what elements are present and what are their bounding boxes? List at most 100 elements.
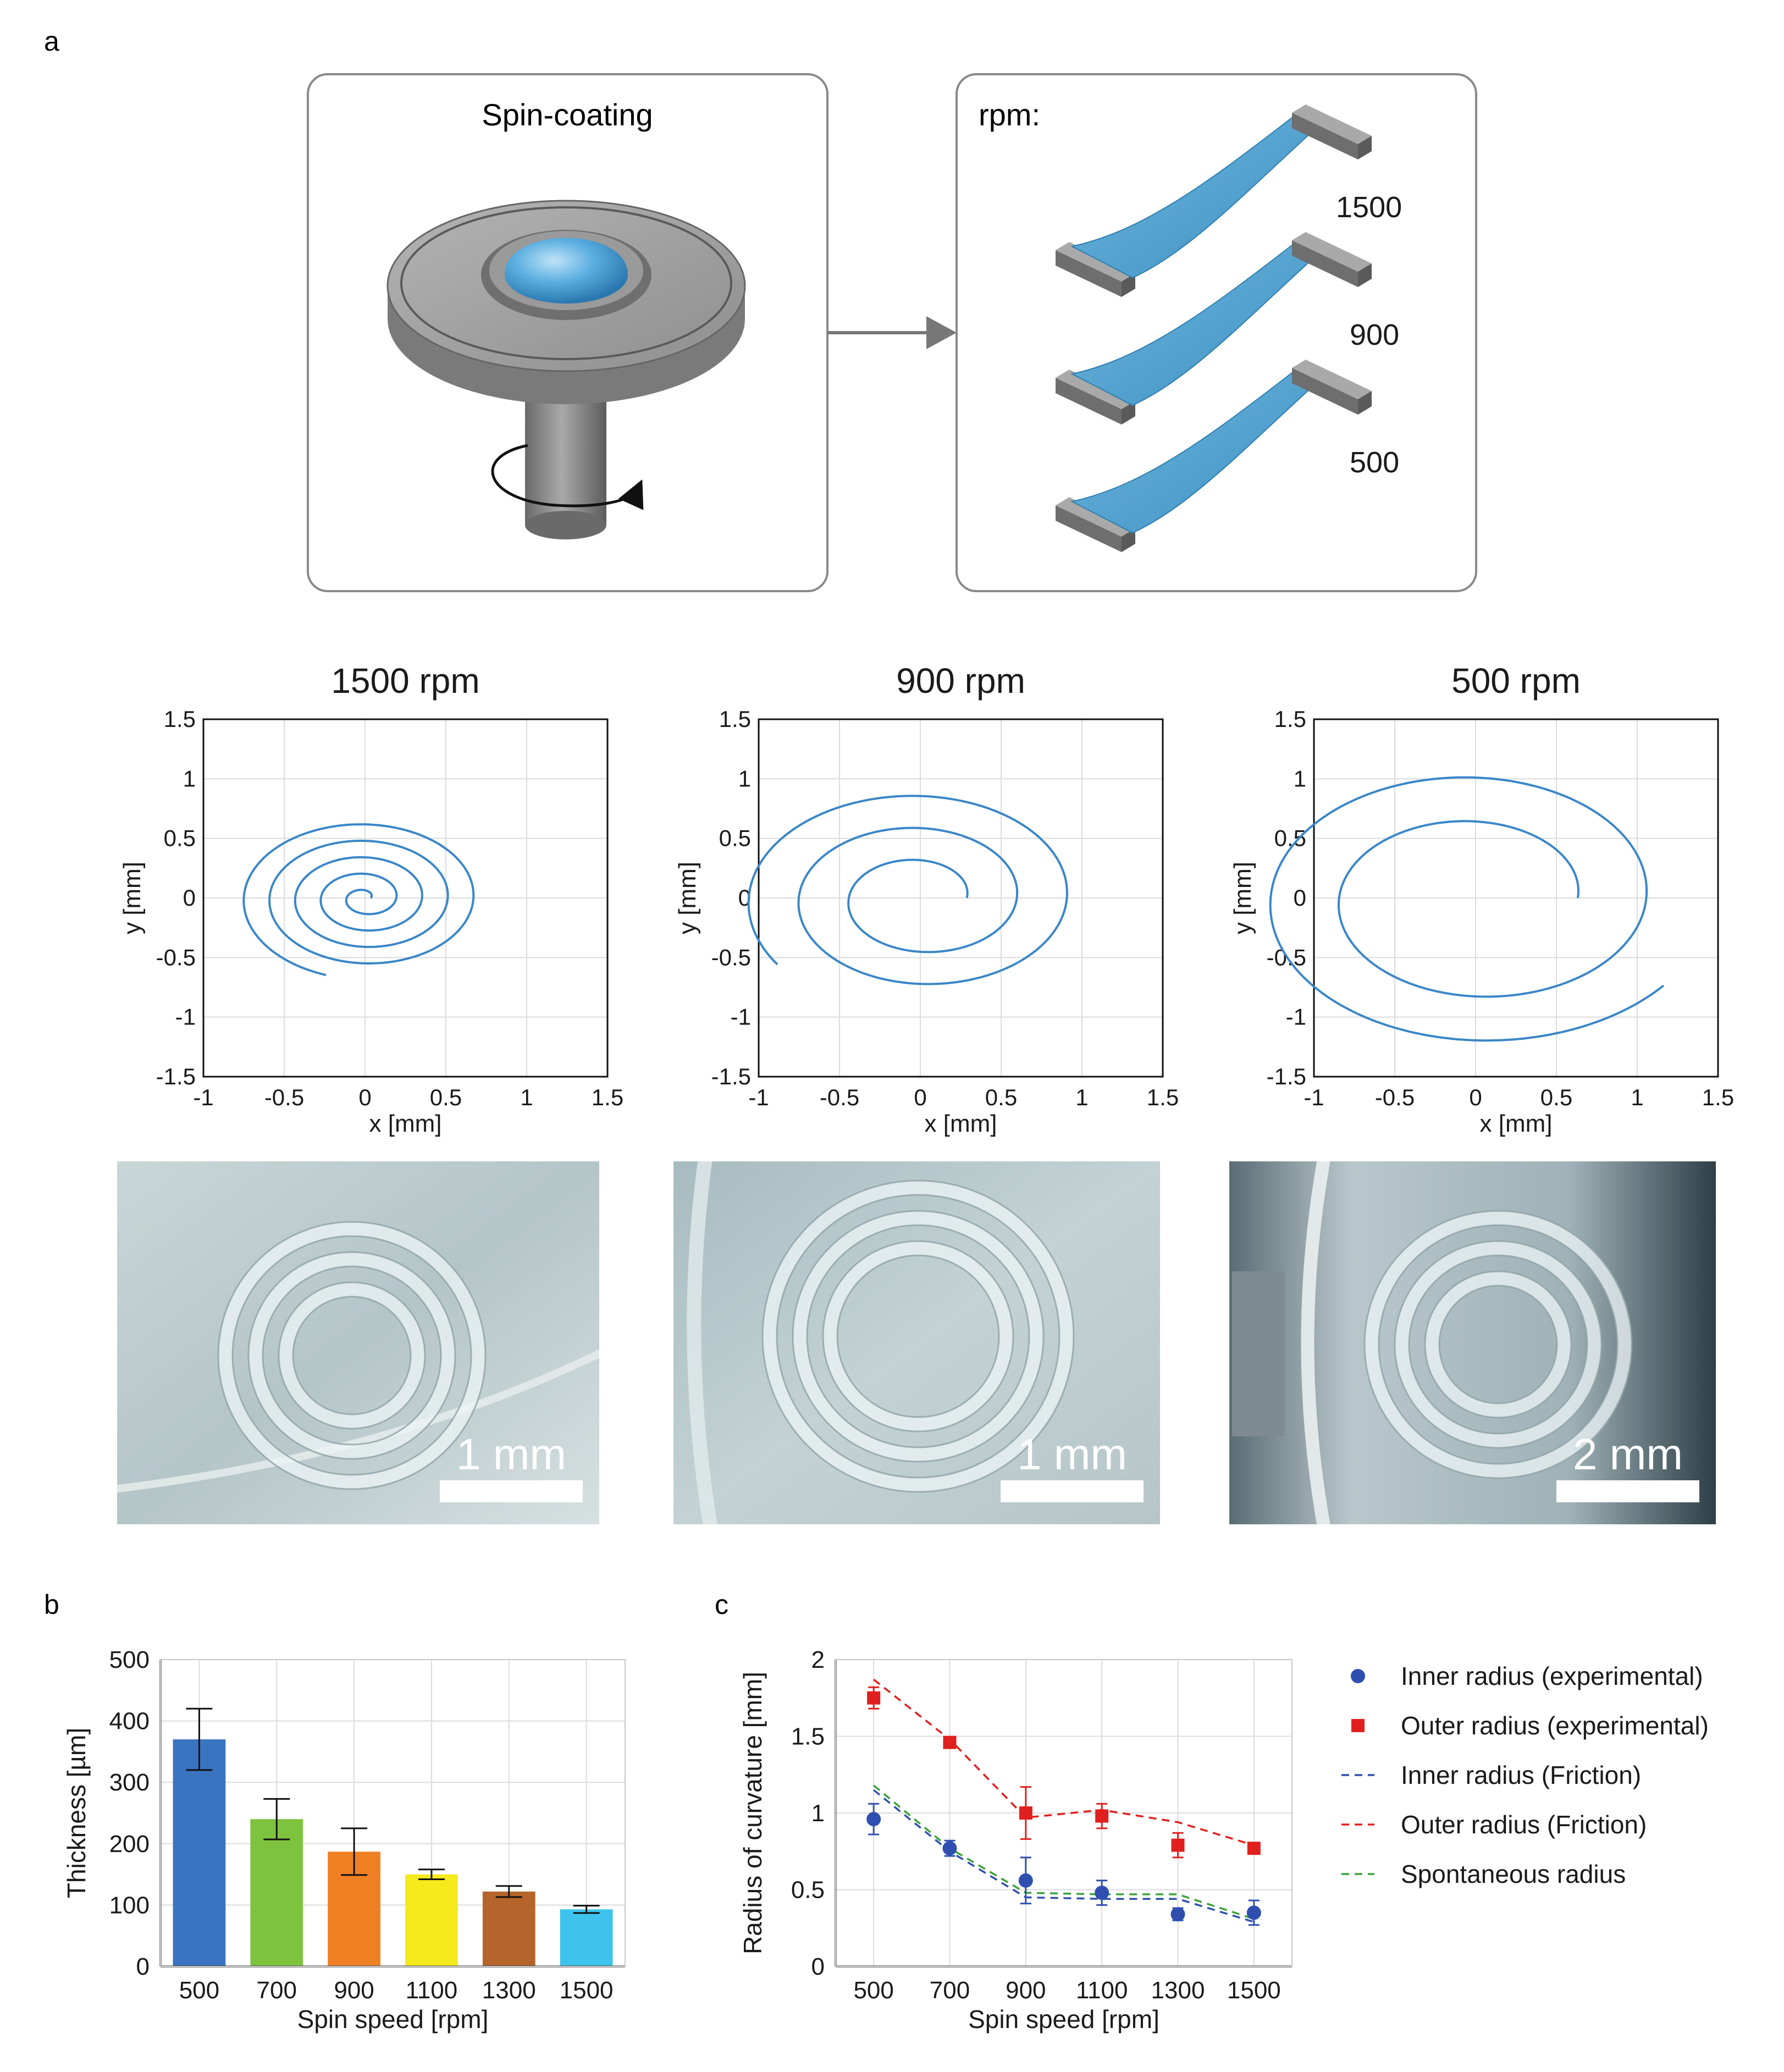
y-tick-label: 1.5 (719, 706, 751, 732)
y-tick-label: -0.5 (156, 944, 196, 970)
spiral-line (242, 823, 475, 977)
x-tick-label: 0 (1469, 1084, 1482, 1110)
data-point (1171, 1838, 1185, 1852)
y-tick-label: 200 (109, 1831, 150, 1858)
y-tick-label: 0.5 (719, 825, 751, 851)
panel-label-b: b (44, 1589, 59, 1620)
y-tick-label: 1.5 (164, 706, 196, 732)
strip-0 (1056, 104, 1372, 297)
scale-bar-label: 1 mm (456, 1430, 566, 1479)
scale-bar-label: 1 mm (1017, 1430, 1127, 1479)
x-axis-label: Spin speed [rpm] (968, 2005, 1159, 2034)
x-tick-label: -1 (748, 1084, 769, 1110)
panel-label-c: c (715, 1589, 728, 1620)
y-tick-label: 1 (183, 765, 196, 791)
y-tick-label: 0.5 (791, 1877, 825, 1904)
y-tick-label: -0.5 (711, 944, 751, 970)
legend-label: Spontaneous radius (1401, 1860, 1626, 1888)
x-tick-label: 1100 (1076, 1977, 1128, 2004)
bar-1100 (405, 1874, 458, 1966)
x-tick-label: 1.5 (1702, 1084, 1734, 1110)
legend-marker (1351, 1669, 1365, 1683)
legend-label: Inner radius (Friction) (1401, 1761, 1641, 1789)
x-tick-label: -0.5 (264, 1084, 304, 1110)
strip-1 (1056, 232, 1372, 425)
plot-frame (758, 718, 1164, 1078)
y-tick-label: 1 (1294, 765, 1306, 791)
y-tick-label: -1.5 (156, 1063, 196, 1089)
x-tick-label: -0.5 (1375, 1084, 1415, 1110)
y-tick-label: -1 (731, 1004, 751, 1030)
strip-2 (1056, 360, 1372, 552)
x-tick-label: 0.5 (430, 1084, 462, 1110)
x-tick-label: 1500 (560, 1977, 614, 2004)
strip-label-500: 500 (1350, 446, 1399, 479)
x-tick-label: -0.5 (820, 1084, 859, 1110)
data-point (867, 1691, 881, 1705)
scale-bar (1556, 1480, 1699, 1502)
x-tick-label: 1300 (1151, 1977, 1205, 2004)
y-axis-label: y [mm] (674, 862, 701, 934)
panel-label-a: a (44, 26, 59, 57)
x-tick-label: 1 (1075, 1084, 1088, 1110)
data-point (1246, 1905, 1261, 1920)
y-tick-label: 1 (738, 765, 751, 791)
x-tick-label: 1 (1631, 1084, 1643, 1110)
y-tick-label: 300 (109, 1769, 150, 1796)
x-tick-label: 1 (520, 1084, 533, 1110)
series-line-4 (873, 1784, 1255, 1920)
y-tick-label: 0 (136, 1953, 150, 1980)
data-point (866, 1812, 881, 1827)
legend-label: Outer radius (experimental) (1401, 1711, 1709, 1740)
y-tick-label: 1.5 (791, 1723, 825, 1750)
photo-1: 1 mm (673, 1161, 1160, 1524)
bar-500 (173, 1739, 226, 1966)
bar-1300 (482, 1891, 535, 1966)
x-tick-label: 500 (853, 1977, 893, 2004)
x-tick-label: 0.5 (985, 1084, 1017, 1110)
y-tick-label: -1 (175, 1004, 196, 1030)
spiral-plot-title: 900 rpm (896, 661, 1025, 701)
spiral-line (1269, 776, 1665, 1042)
x-axis-label: x [mm] (1480, 1110, 1553, 1137)
x-tick-label: 1300 (482, 1977, 536, 2004)
y-tick-label: 0 (811, 1953, 825, 1980)
legend-label: Outer radius (Friction) (1401, 1810, 1647, 1839)
plot-frame (202, 718, 609, 1078)
bar-1500 (560, 1909, 613, 1966)
series-line-2 (873, 1789, 1255, 1923)
process-arrow-icon (827, 316, 957, 349)
x-axis-label: x [mm] (925, 1110, 997, 1137)
data-point (1095, 1886, 1109, 1900)
scale-bar (1001, 1480, 1144, 1502)
y-tick-label: 2 (811, 1646, 825, 1673)
y-axis-label: y [mm] (119, 862, 146, 934)
spin-coating-panel: Spin-coating (307, 73, 829, 592)
y-tick-label: 500 (109, 1646, 150, 1673)
data-point (942, 1841, 957, 1856)
y-axis-label: Radius of curvature [mm] (738, 1672, 767, 1954)
y-tick-label: 100 (109, 1892, 150, 1919)
curvature-legend: Inner radius (experimental)Outer radius … (1341, 1662, 1709, 1888)
data-point (1170, 1907, 1185, 1922)
photo-0: 1 mm (117, 1161, 599, 1524)
y-tick-label: -1 (1286, 1004, 1306, 1030)
data-point (1095, 1809, 1109, 1823)
spin-coating-title: Spin-coating (482, 97, 653, 132)
y-tick-label: 1.5 (1274, 706, 1306, 732)
x-tick-label: 1.5 (592, 1084, 623, 1110)
y-tick-label: 0.5 (1274, 825, 1306, 851)
x-tick-label: 1500 (1227, 1977, 1281, 2004)
x-tick-label: 700 (257, 1977, 297, 2004)
y-axis-label: Thickness [µm] (62, 1728, 91, 1898)
spiral-plot-title: 500 rpm (1451, 661, 1581, 701)
rotation-arrow-icon (491, 444, 644, 510)
